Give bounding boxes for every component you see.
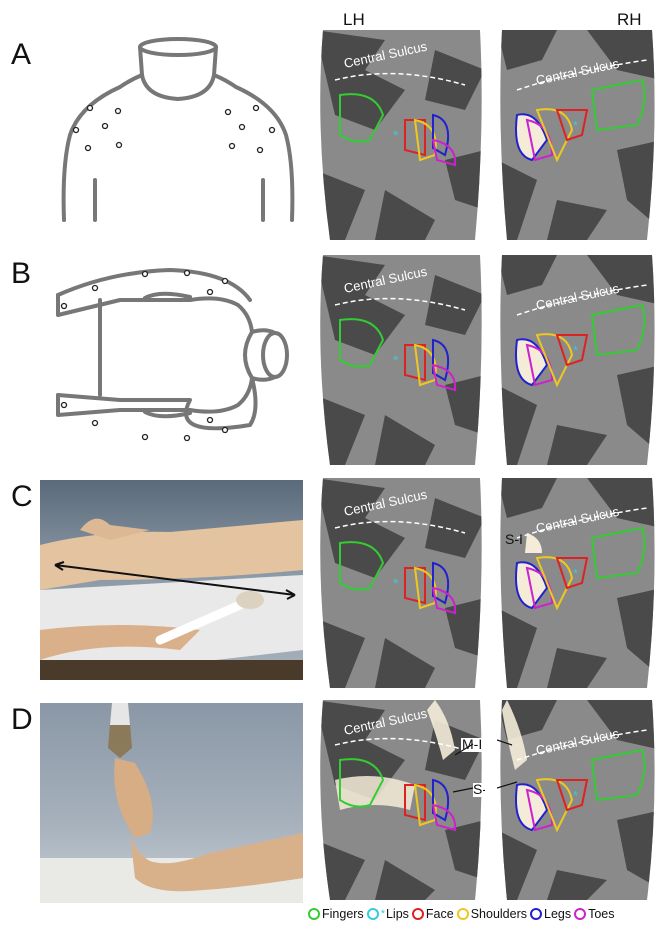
s1-label-lh: S-I xyxy=(473,781,485,797)
legend-item-toes: Toes xyxy=(574,907,614,921)
legend: Fingers * Lips Face Shoulders Legs Toes xyxy=(308,904,664,924)
legs-ring-icon xyxy=(530,908,542,920)
lh-label: LH xyxy=(343,10,365,30)
panel-letter-c: C xyxy=(11,480,33,514)
brain-lh-c: Central Sulcus * xyxy=(315,478,485,688)
legend-item-lips: * Lips xyxy=(367,907,409,921)
legend-label: Legs xyxy=(544,907,571,921)
svg-text:*: * xyxy=(393,352,399,368)
svg-text:*: * xyxy=(573,566,578,581)
brain-lh-a: Central Sulcus * xyxy=(315,30,485,240)
brain-rh-a: Central Sulcus * xyxy=(497,30,662,240)
fingers-ring-icon xyxy=(308,908,320,920)
svg-text:*: * xyxy=(393,575,399,591)
legend-item-shoulders: Shoulders xyxy=(457,907,527,921)
svg-text:*: * xyxy=(393,127,399,143)
toes-ring-icon xyxy=(574,908,586,920)
svg-text:*: * xyxy=(573,343,578,358)
brain-lh-b: Central Sulcus * xyxy=(315,255,485,465)
photo-brushing-foot xyxy=(40,703,303,903)
svg-text:*: * xyxy=(573,118,578,133)
torso-front-diagram xyxy=(50,35,300,230)
legend-item-fingers: Fingers xyxy=(308,907,364,921)
legend-label: Shoulders xyxy=(471,907,527,921)
legend-label: Lips xyxy=(386,907,409,921)
lips-ring-icon xyxy=(367,908,379,920)
face-ring-icon xyxy=(412,908,424,920)
svg-text:*: * xyxy=(573,788,578,803)
brain-rh-d: Central Sulcus * xyxy=(497,700,662,900)
lips-star-icon: * xyxy=(381,908,385,920)
panel-letter-a: A xyxy=(11,38,31,72)
legend-item-face: Face xyxy=(412,907,454,921)
legend-label: Face xyxy=(426,907,454,921)
panel-letter-b: B xyxy=(11,257,31,291)
body-top-diagram xyxy=(50,260,300,450)
photo-brushing-legs xyxy=(40,480,303,680)
s1-label-rh-c: S-I xyxy=(505,531,523,547)
brain-rh-b: Central Sulcus * xyxy=(497,255,662,465)
legend-label: Toes xyxy=(588,907,614,921)
legend-label: Fingers xyxy=(322,907,364,921)
legend-item-legs: Legs xyxy=(530,907,571,921)
shoulders-ring-icon xyxy=(457,908,469,920)
rh-label: RH xyxy=(617,10,642,30)
brain-lh-d: Central Sulcus M-I S-I xyxy=(315,700,485,900)
panel-letter-d: D xyxy=(11,703,33,737)
brain-rh-c: Central Sulcus S-I * xyxy=(497,478,662,688)
